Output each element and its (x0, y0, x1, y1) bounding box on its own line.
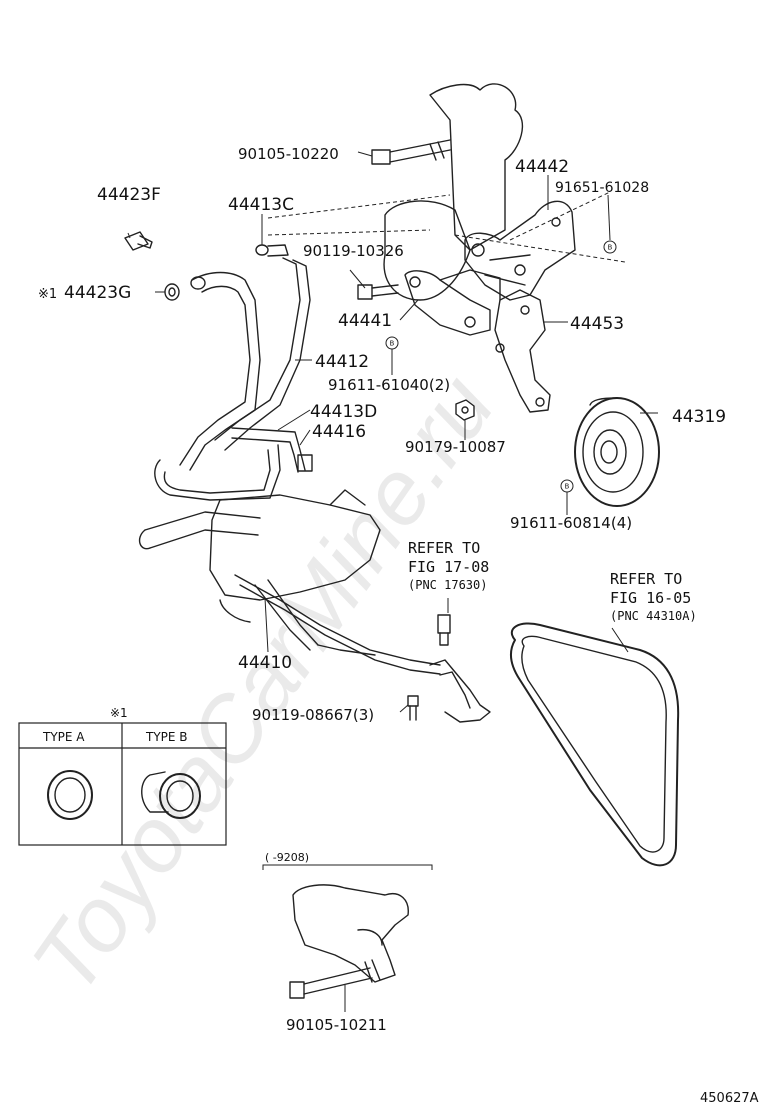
ref2-line2: FIG 16-05 (610, 589, 691, 607)
label-44423g: 44423G (64, 283, 131, 303)
legend-type-a: TYPE A (42, 730, 85, 744)
gasket-44423g (164, 283, 180, 301)
bolt-90105-10211 (289, 959, 381, 999)
legend-title: ※1 (110, 706, 128, 720)
gasket-type-b (141, 771, 201, 819)
union-bolt-44423f (124, 231, 153, 251)
clamp-44413c (255, 244, 289, 257)
bolt-marker-3: B (560, 479, 574, 493)
note-mark-gasket: ※1 (38, 287, 57, 302)
ref1-line1: REFER TO (408, 539, 480, 557)
svg-text:B: B (608, 244, 613, 252)
label-44413c: 44413C (228, 195, 294, 215)
pressure-switch (437, 614, 451, 646)
engine-housing (267, 83, 626, 301)
legend-box: ※1 TYPE A TYPE B (18, 706, 227, 846)
label-91651-61028: 91651-61028 (555, 180, 649, 196)
figure-id: 450627A (700, 1091, 759, 1106)
label-44442: 44442 (515, 157, 569, 177)
ref1-line2: FIG 17-08 (408, 558, 489, 576)
label-90179-10087: 90179-10087 (405, 438, 506, 456)
stay-44453 (494, 289, 551, 413)
label-44413d: 44413D (310, 402, 377, 422)
label-90105-10220: 90105-10220 (238, 145, 339, 163)
legend-type-b: TYPE B (145, 730, 188, 744)
ref1-line3: (PNC 17630) (408, 578, 487, 592)
label-44423f: 44423F (97, 185, 161, 205)
label-44441: 44441 (338, 311, 392, 331)
bracket-44441 (404, 269, 501, 336)
bolt-marker-1: B (385, 336, 399, 350)
leader-lines (127, 151, 658, 1012)
ref2-line3: (PNC 44310A) (610, 609, 697, 623)
label-91611-61040: 91611-61040(2) (328, 376, 450, 394)
bracket-44442 (464, 200, 576, 301)
label-90105-10211: 90105-10211 (286, 1016, 387, 1034)
label-91611-60814: 91611-60814(4) (510, 514, 632, 532)
label-44412: 44412 (315, 352, 369, 372)
variant-range: ( -9208) (265, 851, 309, 864)
label-90119-10326: 90119-10326 (303, 242, 404, 260)
bolt-90119-08667 (407, 695, 419, 721)
svg-text:B: B (565, 483, 570, 491)
label-44416: 44416 (312, 422, 366, 442)
tube-44416 (154, 427, 313, 501)
label-44319: 44319 (672, 407, 726, 427)
gasket-type-a (47, 770, 93, 820)
pulley-44319 (574, 397, 660, 507)
ref2-line1: REFER TO (610, 570, 682, 588)
label-44410: 44410 (238, 653, 292, 673)
svg-text:B: B (390, 340, 395, 348)
power-steering-pump-44410 (138, 489, 491, 723)
bolt-90105-10220 (371, 139, 451, 165)
label-90119-08667: 90119-08667(3) (252, 706, 374, 724)
variant-bracket-line (262, 864, 433, 870)
bolt-90119-10326 (357, 284, 399, 300)
bolt-marker-2: B (603, 240, 617, 254)
v-belt (509, 622, 680, 867)
variant-bracket (292, 884, 409, 983)
nut-90179 (455, 399, 475, 421)
label-44453: 44453 (570, 314, 624, 334)
